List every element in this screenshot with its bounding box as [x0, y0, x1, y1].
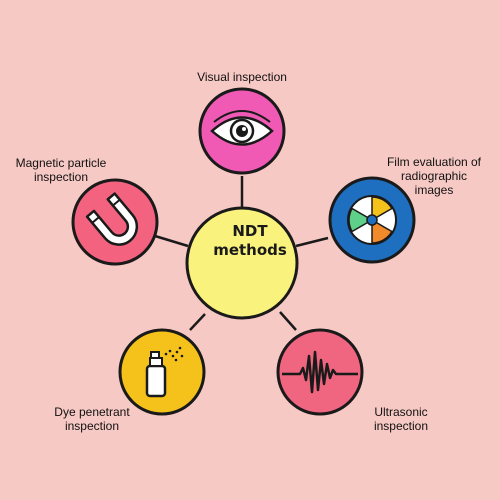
film-evaluation-node [328, 176, 416, 264]
center-title: NDT methods [213, 222, 287, 259]
dye-penetrant-node [118, 328, 206, 416]
visual-inspection-node [198, 87, 286, 175]
label-visual-inspection: Visual inspection [197, 70, 287, 84]
spray-can-icon [145, 346, 184, 398]
magnetic-circle [71, 178, 159, 266]
connector-lines [154, 176, 329, 331]
magnetic-particle-node [71, 178, 159, 266]
center-circle [185, 206, 299, 320]
connector-ultrasonic [279, 311, 297, 331]
label-film-evaluation: Film evaluation of radiographic images [386, 155, 482, 197]
waveform-icon [282, 350, 358, 394]
connector-film [295, 236, 329, 248]
label-magnetic-particle-inspection: Magnetic particle inspection [15, 156, 107, 184]
connector-magnetic [154, 234, 189, 248]
magnet-icon [85, 192, 139, 246]
connector-dye [189, 313, 206, 331]
ultrasonic-node [276, 328, 364, 416]
radiation-icon [347, 195, 397, 245]
label-ultrasonic-inspection: Ultrasonic inspection [373, 405, 429, 433]
eye-icon [210, 110, 274, 146]
label-dye-penetrant-inspection: Dye penetrant inspection [54, 405, 130, 433]
